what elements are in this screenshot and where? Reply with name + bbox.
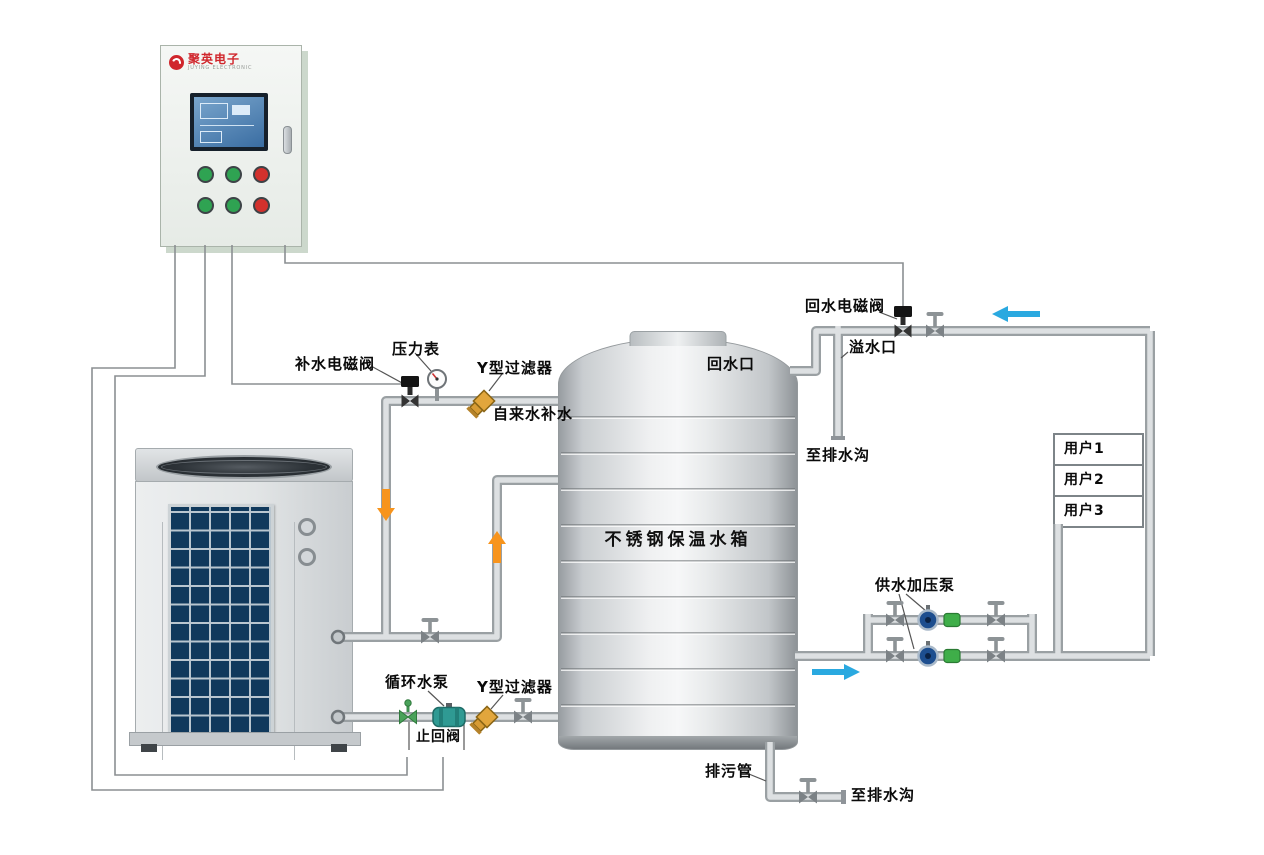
shutoff-valve (987, 637, 1005, 663)
shutoff-valve (987, 601, 1005, 627)
label-pressure-gauge: 压力表 (392, 340, 441, 358)
tank-lid (629, 331, 727, 346)
indicator-light (253, 166, 270, 183)
circulation-pump (432, 702, 466, 728)
heat-pump-top-deck (135, 448, 353, 482)
indicator-light (225, 166, 242, 183)
user-row-3: 用户3 (1064, 503, 1105, 519)
indicator-light (253, 197, 270, 214)
label-tap-water-makeup: 自来水补水 (493, 405, 574, 423)
shutoff-valve (886, 601, 904, 627)
label-return-solenoid-valve: 回水电磁阀 (805, 297, 886, 315)
indicator-light (225, 197, 242, 214)
hmi-screen (190, 93, 268, 151)
return-flow-arrow (992, 306, 1040, 322)
cabinet-handle (283, 126, 292, 154)
indicator-light (197, 166, 214, 183)
fan-icon (156, 455, 332, 479)
tank-ribs (561, 383, 795, 735)
return-solenoid-valve (894, 306, 912, 338)
y-strainer-bottom (468, 705, 499, 736)
pump-motor (943, 648, 961, 664)
label-check-valve: 止回阀 (416, 729, 461, 745)
tank-base (559, 736, 797, 749)
heat-pump-foot (331, 744, 347, 752)
shutoff-valve (514, 698, 532, 724)
drain-outlet-flange (841, 790, 846, 804)
label-y-strainer-bottom: Y型过滤器 (477, 678, 553, 696)
fitting-knob-icon (298, 548, 316, 566)
indicator-lights (197, 166, 281, 228)
water-tank: 不锈钢保温水箱 (558, 331, 798, 750)
brand-name: 聚英电子 (188, 52, 241, 66)
label-y-strainer-top: Y型过滤器 (477, 359, 553, 377)
label-booster-pump: 供水加压泵 (875, 576, 956, 594)
overflow-outlet-flange (831, 436, 845, 440)
y-strainer-top (465, 389, 496, 420)
supply-flow-arrow (812, 664, 860, 680)
label-fill-solenoid-valve: 补水电磁阀 (295, 355, 376, 373)
label-overflow-port: 溢水口 (849, 338, 898, 356)
evaporator-grille (168, 504, 274, 736)
user-row-2: 用户2 (1055, 466, 1142, 497)
label-circulation-pump: 循环水泵 (385, 673, 450, 691)
shutoff-valve (421, 618, 439, 644)
label-to-drain-top: 至排水沟 (806, 446, 871, 464)
brand-subtitle: JUYING ELECTRONIC (188, 65, 253, 71)
fill-solenoid-valve (401, 376, 419, 408)
fill-flow-arrow (377, 489, 395, 521)
booster-pump (917, 603, 939, 631)
panel-seam (162, 522, 163, 760)
hmi-screen-graphic (194, 97, 264, 147)
tank-label: 不锈钢保温水箱 (604, 530, 752, 550)
label-drain-pipe: 排污管 (705, 762, 754, 780)
label-return-port: 回水口 (707, 355, 756, 373)
brand-logo-icon (169, 54, 184, 70)
user-row-1: 用户1 (1055, 435, 1142, 466)
fitting-knob-icon (298, 518, 316, 536)
brand-text-block: 聚英电子 JUYING ELECTRONIC (188, 53, 252, 71)
brand-logo: 聚英电子 JUYING ELECTRONIC (169, 53, 252, 71)
users-box: 用户1 用户2 用户3 (1053, 433, 1144, 528)
pump-motor (943, 612, 961, 628)
drain-valve (799, 778, 817, 804)
shutoff-valve (886, 637, 904, 663)
shutoff-valve (926, 312, 944, 338)
heat-pump-foot (141, 744, 157, 752)
indicator-light (197, 197, 214, 214)
heat-pump-unit (129, 448, 361, 760)
booster-pump (917, 639, 939, 667)
label-to-drain-bottom: 至排水沟 (851, 786, 916, 804)
panel-seam (294, 522, 295, 760)
control-cabinet: 聚英电子 JUYING ELECTRONIC (160, 45, 302, 247)
heat-pump-base (129, 732, 361, 746)
check-valve (399, 699, 417, 724)
pressure-gauge (427, 369, 447, 402)
hot-water-flow-arrow (488, 531, 506, 563)
